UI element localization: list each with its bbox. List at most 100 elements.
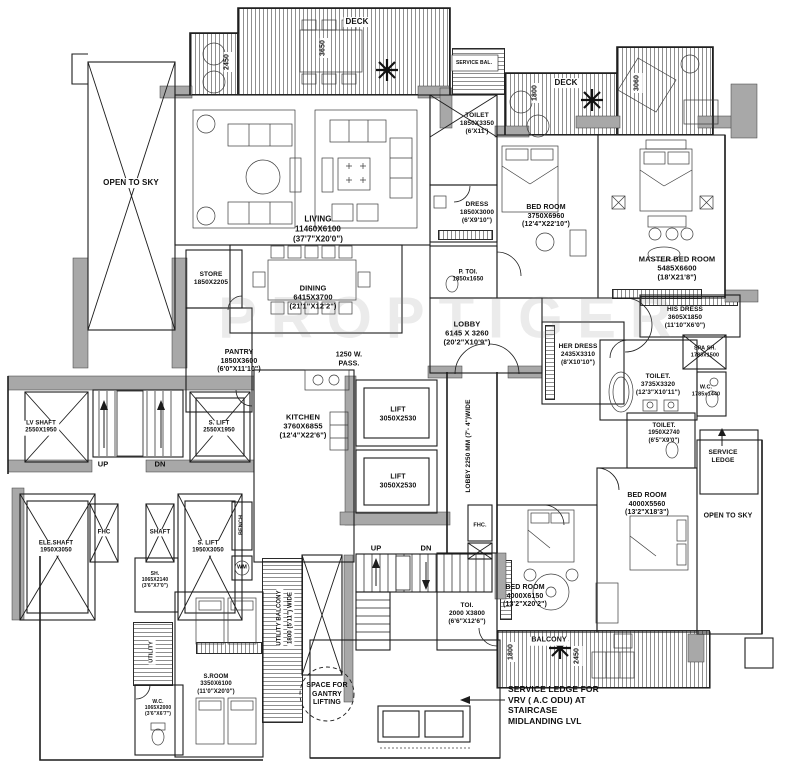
- room-label-her-dress: HER DRESS 2435X3310 (8'X10'10"): [559, 343, 598, 367]
- gantry-line1: SPACE FOR: [306, 682, 348, 690]
- dining-mm: 6415X3700: [293, 292, 333, 302]
- deck-right-label: DECK: [552, 78, 580, 88]
- pantry-name: PANTRY: [224, 349, 254, 357]
- toilet-top-ft: (6'X11'): [465, 127, 489, 135]
- service-bal-label: SERVICE BAL.: [455, 59, 493, 66]
- shaft-cross-marks: [19, 61, 727, 676]
- pantry-mm: 1850X3600: [220, 357, 258, 365]
- room-label-toilet-master: TOILET. 3735X3320 (12'3"X10'11"): [636, 373, 680, 397]
- dining-name: DINING: [299, 283, 327, 293]
- dining-ft: (21'1"X12'2"): [289, 301, 337, 311]
- room-label-p-toi: P. TOI. 1850x1650: [453, 270, 484, 285]
- room-label-master: MASTER BED ROOM 5485X6600 (18'X21'8"): [639, 254, 716, 281]
- bench-label: BENCH: [238, 514, 245, 536]
- fhc-left-label: FHC: [95, 529, 113, 537]
- room-label-store: STORE 1850X2205: [194, 271, 228, 287]
- s-room-wardrobe-hatch: [196, 642, 262, 654]
- toi-bottom-name: TOI.: [460, 602, 474, 610]
- dim-balcony-left: 1800: [507, 642, 517, 662]
- his-dress-mm: 3605X1850: [667, 314, 703, 322]
- room-label-bedroom-right: BED ROOM 4000X5560 (13'2"X18'3"): [625, 492, 669, 518]
- lobby-mm: 6145 X 3260: [445, 328, 489, 338]
- passage-line2: PASS.: [338, 360, 360, 367]
- watermark: PROPTIGER: [218, 285, 686, 351]
- ele-shaft-mm: 1950X3050: [40, 548, 72, 554]
- service-ledge-line2: LEDGE: [711, 457, 735, 464]
- vrv-annotation-line1: SERVICE LEDGE FOR: [508, 684, 599, 694]
- toilet-2-mm: 1950X2740: [648, 430, 680, 437]
- vrv-annotation: SERVICE LEDGE FOR VRV ( A.C ODU) AT STAI…: [508, 684, 599, 726]
- lift-lobby-width-label: LOBBY 2250 MM (7'- 4")WIDE: [465, 399, 473, 493]
- deck-right-b-hatch: [617, 47, 713, 135]
- vrv-annotation-line3: STAIRCASE: [508, 705, 558, 715]
- wc-bottom-ft: (3'6"X6'7"): [144, 711, 172, 718]
- spa-name: SPA SH.: [693, 345, 717, 352]
- room-label-spa: SPA SH. 1785x1500: [691, 345, 719, 358]
- her-dress-name: HER DRESS: [558, 343, 598, 351]
- wm-label: WM: [237, 564, 247, 571]
- master-mm: 5485X6600: [657, 263, 697, 273]
- s-room-name: S.ROOM: [203, 674, 229, 681]
- plants: [376, 59, 603, 659]
- utility-balcony-label-line2: 1800 (5'11") WIDE: [287, 590, 295, 646]
- room-label-ele-shaft: ELE.SHAFT 1950X3050: [36, 540, 76, 556]
- wc-master-name: W.C.: [699, 384, 713, 391]
- passage-line1: 1250 W.: [335, 351, 363, 359]
- lobby-ft: (20'2"X10'9"): [443, 337, 491, 347]
- toilet-top-mm: 1850X3350: [459, 120, 495, 128]
- bedroom-top-mm: 3750X6960: [527, 212, 565, 220]
- furniture: [150, 19, 719, 749]
- p-toi-mm: 1850x1650: [452, 277, 484, 283]
- gantry-line3: LIFTING: [313, 699, 341, 707]
- bedroom-right-ft: (13'2"X18'3"): [625, 509, 669, 517]
- pantry-ft: (6'0"X11'10"): [217, 366, 261, 374]
- room-label-bedroom-top: BED ROOM 3750X6960 (12'4"X22'10"): [522, 204, 570, 230]
- room-label-service-ledge: SERVICE LEDGE: [708, 449, 737, 465]
- dress-wardrobe-hatch: [438, 230, 493, 240]
- lift2-name: LIFT: [390, 473, 406, 481]
- s-lift-upper-name: S. LIFT: [208, 420, 230, 427]
- ele-shaft-name: ELE.SHAFT: [38, 540, 74, 547]
- toilet-2-name: TOILET.: [652, 423, 676, 430]
- dim-deck-mid: 3650: [319, 38, 329, 58]
- room-label-toi-bottom: TOI. 2000 X3800 (6'6"X12'6"): [448, 602, 485, 626]
- toilet-master-ft: (12'3"X10'11"): [635, 388, 681, 396]
- bedroom-right-mm: 4000X5560: [628, 500, 666, 508]
- wc-bottom-name: W.C.: [152, 698, 164, 705]
- room-label-wc-bottom: W.C. 1065X2000 (3'6"X6'7"): [145, 699, 171, 717]
- living-ft: (37'7"X20'0"): [292, 233, 344, 243]
- room-label-wc-master: W.C. 1785x1440: [692, 384, 720, 397]
- p-toi-name: P. TOI.: [458, 269, 478, 276]
- living-name: LIVING: [304, 214, 332, 224]
- room-outlines: [19, 53, 774, 759]
- dn-center-label: DN: [420, 543, 432, 553]
- up-left-label: UP: [97, 459, 109, 469]
- s-room-mm: 3350X6100: [200, 681, 232, 688]
- his-dress-name: HIS DRESS: [667, 306, 703, 314]
- room-label-s-lift-upper: S. LIFT 2550X1950: [201, 420, 237, 436]
- room-label-dress: DRESS 1850X3000 (6'X9'10"): [460, 201, 494, 225]
- lv-shaft-name: LV SHAFT: [26, 420, 56, 427]
- sh-name: SH.: [150, 570, 160, 577]
- deck-top-label: DECK: [343, 17, 371, 27]
- room-label-living: LIVING 11460X6100 (37'7"X20'0"): [293, 214, 343, 243]
- open-to-sky-right-label: OPEN TO SKY: [703, 512, 753, 520]
- gantry-circle: [299, 666, 355, 722]
- service-ledge-line1: SERVICE: [708, 449, 738, 457]
- his-dress-ft: (11'10"X6'0"): [664, 321, 706, 329]
- dress-ft: (6'X9'10"): [461, 216, 493, 224]
- s-room-ft: (11'0"X20'0"): [197, 688, 235, 695]
- dim-deck-right-small: 1800: [531, 83, 541, 103]
- wc-bottom-mm: 1065X2000: [144, 704, 172, 711]
- lift1-name: LIFT: [390, 406, 406, 414]
- room-label-lift-2: LIFT 3050X2530: [380, 473, 417, 490]
- room-label-s-lift-lower: S. LIFT 1950X3050: [190, 540, 226, 556]
- sh-ft: (3'6"X7'0"): [141, 583, 169, 590]
- dim-balcony-right: 2450: [573, 646, 583, 666]
- room-label-dining: DINING 6415X3700 (21'1"X12'2"): [289, 283, 336, 310]
- room-label-toilet-2: TOILET. 1950X2740 (6'5"X9'0"): [648, 423, 680, 445]
- toilet-2-ft: (6'5"X9'0"): [648, 437, 680, 444]
- room-label-sh: SH. 1065X2140 (3'6"X7'0"): [142, 571, 168, 589]
- door-arcs: [135, 185, 653, 700]
